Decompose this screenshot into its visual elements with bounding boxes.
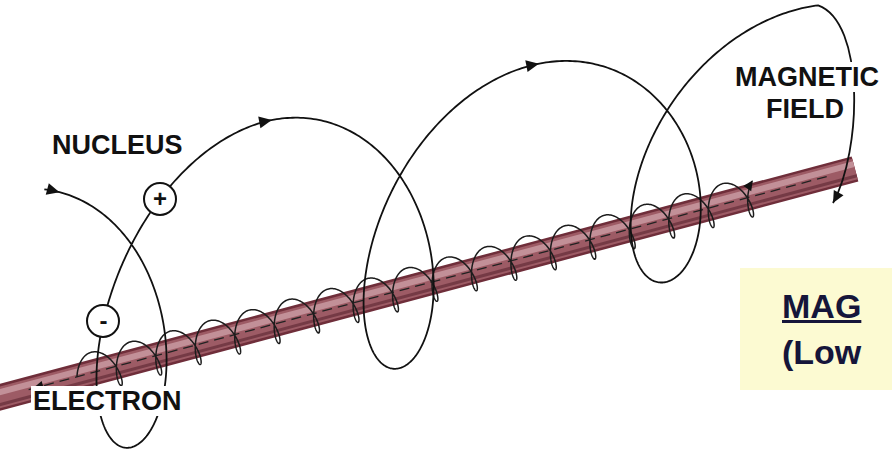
charge-sign: + bbox=[153, 187, 167, 211]
wire-shadow bbox=[0, 176, 857, 410]
charge-sign: - bbox=[99, 309, 107, 333]
title-panel: MAG(Low bbox=[740, 268, 892, 390]
nucleus-label-box: NUCLEUS bbox=[50, 130, 185, 161]
arrowheads bbox=[33, 60, 844, 390]
arrowhead bbox=[525, 60, 539, 72]
wire-axis bbox=[29, 175, 833, 390]
title-text: MAG bbox=[782, 284, 861, 330]
arrowhead bbox=[258, 117, 272, 129]
nucleus-circle: + bbox=[143, 182, 177, 216]
wire-outline bbox=[0, 169, 855, 403]
electron-circle: - bbox=[86, 304, 120, 338]
electron-label: ELECTRON bbox=[31, 386, 184, 416]
field-label: MAGNETIC FIELD bbox=[733, 62, 879, 124]
arrowhead bbox=[743, 180, 752, 191]
electron-label-box: ELECTRON bbox=[31, 386, 184, 417]
wire-body bbox=[0, 169, 855, 403]
field-label-box: MAGNETIC FIELD bbox=[726, 62, 886, 127]
arrowhead bbox=[46, 183, 60, 195]
nucleus-label: NUCLEUS bbox=[50, 130, 185, 160]
arrowhead bbox=[833, 190, 844, 203]
wire bbox=[0, 164, 857, 409]
wire-highlight bbox=[0, 164, 854, 398]
title-text: (Low bbox=[782, 330, 861, 376]
